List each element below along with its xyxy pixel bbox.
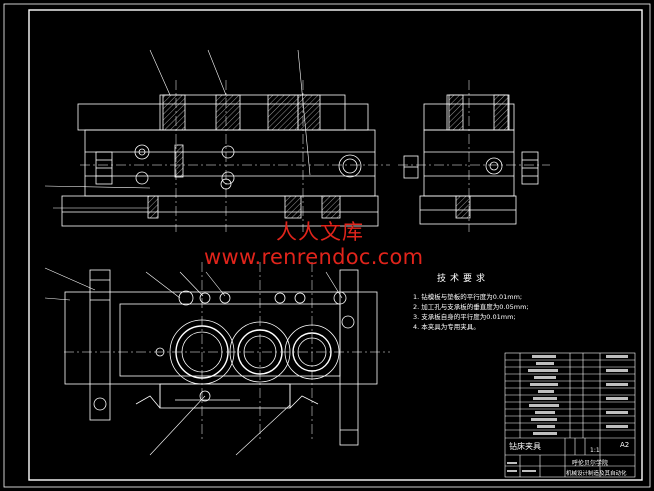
requirements-list: 1. 钻模板与垫板的平行度为0.01mm; 2. 加工孔与支承板的垂直度为0.0… [413,292,529,332]
school-name: 呼伦贝尔学院 [572,460,609,467]
sheet-size: A2 [620,441,630,449]
department-name: 机械设计制造及其自动化 [566,471,627,477]
requirement-item: 3. 支承板自身的平行度为0.01mm; [413,313,516,321]
title-block-row-fills [507,355,628,472]
watermark-chinese: 人人文库 [276,220,364,244]
outer-border [3,3,651,488]
drawing-name: 钻床夹具 [509,442,541,451]
side-view [398,80,550,232]
inner-border [28,9,643,481]
requirement-item: 1. 钻模板与垫板的平行度为0.01mm; [413,293,523,301]
requirements-title: 技术要求 [437,274,490,284]
requirement-item: 2. 加工孔与支承板的垂直度为0.05mm; [413,303,529,311]
watermark-url: www.renrendoc.com [204,245,424,269]
top-view [44,262,390,456]
scale-value: 1:1 [590,447,600,454]
front-view [44,49,390,232]
title-block [504,352,636,478]
requirement-item: 4. 本夹具为专用夹具。 [413,323,480,331]
